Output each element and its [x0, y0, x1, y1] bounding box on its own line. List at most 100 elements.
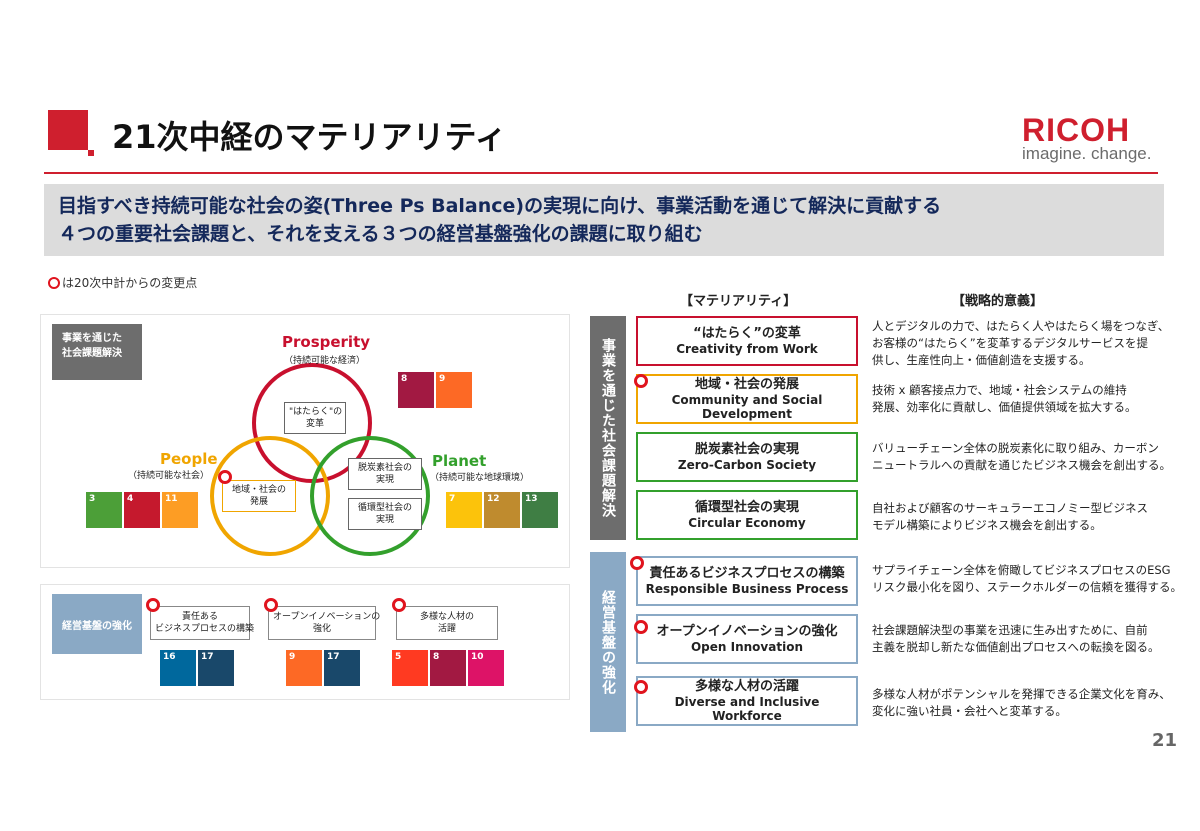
materiality-jp: 責任あるビジネスプロセスの構築	[649, 566, 845, 581]
desc-line: ニュートラルへの貢献を通じたビジネス機会を創出する。	[872, 458, 1171, 472]
decarbon-box-line-2: 実現	[375, 475, 394, 485]
bottom-box-line-2: 活躍	[437, 624, 456, 634]
three-ps-venn-diagram	[210, 363, 430, 556]
decarbon-box-line-1: 脱炭素社会の	[357, 463, 412, 473]
summary-banner: 目指すべき持続可能な社会の姿(Three Ps Balance)の実現に向け、事…	[44, 184, 1164, 256]
page-number: 21	[1152, 730, 1178, 751]
community-box-line-2: 発展	[249, 497, 268, 507]
sdg-17-icon: 17	[324, 650, 360, 686]
materiality-jp: “はたらく”の変革	[693, 326, 801, 341]
materiality-circular-economy: 循環型社会の実現 Circular Economy	[636, 490, 858, 540]
change-marker-icon	[218, 470, 232, 484]
social-issues-tag-line-1: 事業を通じた	[62, 333, 122, 344]
sdg-13-icon: 13	[522, 492, 558, 528]
prosperity-sub: （持続可能な経済）	[284, 356, 366, 366]
materiality-jp: 多様な人材の活躍	[694, 679, 799, 694]
change-note: は20次中計からの変更点	[48, 274, 197, 291]
desc-line: 発展、効率化に貢献し、価値提供領域を拡大する。	[872, 400, 1137, 414]
sdg-5-icon: 5	[392, 650, 428, 686]
change-marker-icon	[634, 680, 648, 694]
people-sub: （持続可能な社会）	[128, 471, 210, 481]
responsible-process-box: 責任ある ビジネスプロセスの構築	[150, 606, 255, 640]
diverse-workforce-sdg-icons: 5 8 10	[392, 650, 504, 686]
change-marker-icon	[634, 620, 648, 634]
desc-line: 変化に強い社員・会社へと変革する。	[872, 704, 1067, 718]
sdg-16-icon: 16	[160, 650, 196, 686]
open-innovation-sdg-icons: 9 17	[286, 650, 360, 686]
strategy-desc-creativity: 人とデジタルの力で、はたらく人やはたらく場をつなぎ、 お客様の“はたらく”を変革…	[872, 318, 1192, 369]
materiality-column-header: 【マテリアリティ】	[680, 294, 797, 309]
desc-line: サプライチェーン全体を俯瞰してビジネスプロセスのESG	[872, 563, 1171, 577]
responsible-process-sdg-icons: 16 17	[160, 650, 234, 686]
bottom-box-line-1: 多様な人材の	[419, 612, 474, 622]
materiality-en: Diverse and Inclusive	[674, 695, 820, 709]
bottom-box-line-2: ビジネスプロセスの構築	[155, 624, 255, 634]
desc-line: モデル構築によりビジネス機会を創出する。	[872, 518, 1102, 532]
sdg-7-icon: 7	[446, 492, 482, 528]
creativity-box-line-2: 変革	[305, 419, 324, 429]
planet-sdg-icons: 7 12 13	[446, 492, 558, 528]
materiality-community: 地域・社会の発展 Community and Social Developmen…	[636, 374, 858, 424]
creativity-box-line-1: "はたらく"の	[289, 407, 343, 417]
change-marker-icon	[634, 374, 648, 388]
sdg-17-icon: 17	[198, 650, 234, 686]
community-box-line-1: 地域・社会の	[231, 485, 286, 495]
sdg-9-icon: 9	[436, 372, 472, 408]
sdg-8-icon: 8	[398, 372, 434, 408]
people-label: People	[160, 450, 218, 468]
materiality-jp: 地域・社会の発展	[694, 377, 799, 392]
materiality-en: Responsible Business Process	[645, 582, 849, 596]
change-marker-icon	[146, 598, 160, 612]
sdg-12-icon: 12	[484, 492, 520, 528]
desc-line: お客様の“はたらく”を変革するデジタルサービスを提	[872, 336, 1148, 350]
banner-line-2: ４つの重要社会課題と、それを支える３つの経営基盤強化の課題に取り組む	[58, 223, 703, 245]
strategy-desc-zero-carbon: バリューチェーン全体の脱炭素化に取り組み、カーボン ニュートラルへの貢献を通じた…	[872, 440, 1192, 474]
bottom-box-line-1: オープンイノベーションの	[273, 612, 381, 622]
change-marker-icon	[48, 276, 60, 289]
materiality-en: Circular Economy	[688, 516, 806, 530]
materiality-en: Creativity from Work	[676, 342, 818, 356]
change-note-text: は20次中計からの変更点	[62, 276, 198, 290]
section-social-issues-label: 事業を通じた社会課題解決	[590, 316, 626, 540]
change-marker-icon	[264, 598, 278, 612]
change-marker-icon	[630, 556, 644, 570]
people-sdg-icons: 3 4 11	[86, 492, 198, 528]
materiality-responsible-process: 責任あるビジネスプロセスの構築 Responsible Business Pro…	[636, 556, 858, 606]
materiality-zero-carbon: 脱炭素社会の実現 Zero-Carbon Society	[636, 432, 858, 482]
header-divider	[44, 172, 1158, 174]
desc-line: バリューチェーン全体の脱炭素化に取り組み、カーボン	[872, 441, 1159, 455]
sdg-8-icon: 8	[430, 650, 466, 686]
desc-line: 技術 x 顧客接点力で、地域・社会システムの維持	[872, 383, 1127, 397]
ricoh-logo: RICOH	[1022, 112, 1131, 148]
materiality-en: Zero-Carbon Society	[677, 458, 817, 472]
section-management-label: 経営基盤の強化	[590, 552, 626, 732]
desc-line: 自社および顧客のサーキュラーエコノミー型ビジネス	[872, 501, 1148, 515]
desc-line: 多様な人材がポテンシャルを発揮できる企業文化を育み、	[872, 687, 1171, 701]
strategy-desc-circular: 自社および顧客のサーキュラーエコノミー型ビジネス モデル構築によりビジネス機会を…	[872, 500, 1192, 534]
page-title: 21次中経のマテリアリティ	[112, 118, 507, 156]
desc-line: リスク最小化を図り、ステークホルダーの信頼を獲得する。	[872, 580, 1183, 594]
sdg-3-icon: 3	[86, 492, 122, 528]
prosperity-sdg-icons: 8 9	[398, 372, 472, 408]
strategy-desc-diverse: 多様な人材がポテンシャルを発揮できる企業文化を育み、 変化に強い社員・会社へと変…	[872, 686, 1192, 720]
banner-line-1: 目指すべき持続可能な社会の姿(Three Ps Balance)の実現に向け、事…	[58, 195, 942, 217]
logo-tagline: imagine. change.	[1022, 144, 1152, 163]
desc-line: 人とデジタルの力で、はたらく人やはたらく場をつなぎ、	[872, 319, 1170, 333]
social-issues-tag-line-2: 社会課題解決	[62, 348, 122, 359]
people-circle	[210, 436, 330, 556]
strategy-desc-community: 技術 x 顧客接点力で、地域・社会システムの維持 発展、効率化に貢献し、価値提供…	[872, 382, 1192, 416]
change-marker-icon	[392, 598, 406, 612]
open-innovation-box: オープンイノベーションの 強化	[268, 606, 381, 640]
sdg-4-icon: 4	[124, 492, 160, 528]
strategy-desc-responsible: サプライチェーン全体を俯瞰してビジネスプロセスのESG リスク最小化を図り、ステ…	[872, 562, 1192, 596]
decarbonization-box: 脱炭素社会の 実現	[348, 458, 422, 490]
bottom-box-line-1: 責任ある	[181, 612, 218, 622]
desc-line: 主義を脱却し新たな価値創出プロセスへの転換を図る。	[872, 640, 1160, 654]
materiality-diverse-workforce: 多様な人材の活躍 Diverse and Inclusive Workforce	[636, 676, 858, 726]
prosperity-label: Prosperity	[282, 333, 371, 351]
sdg-9-icon: 9	[286, 650, 322, 686]
circular-economy-box: 循環型社会の 実現	[348, 498, 422, 530]
management-foundation-tag: 経営基盤の強化	[52, 594, 142, 654]
social-issues-tag: 事業を通じた 社会課題解決	[52, 324, 142, 380]
materiality-en: Open Innovation	[690, 640, 803, 654]
